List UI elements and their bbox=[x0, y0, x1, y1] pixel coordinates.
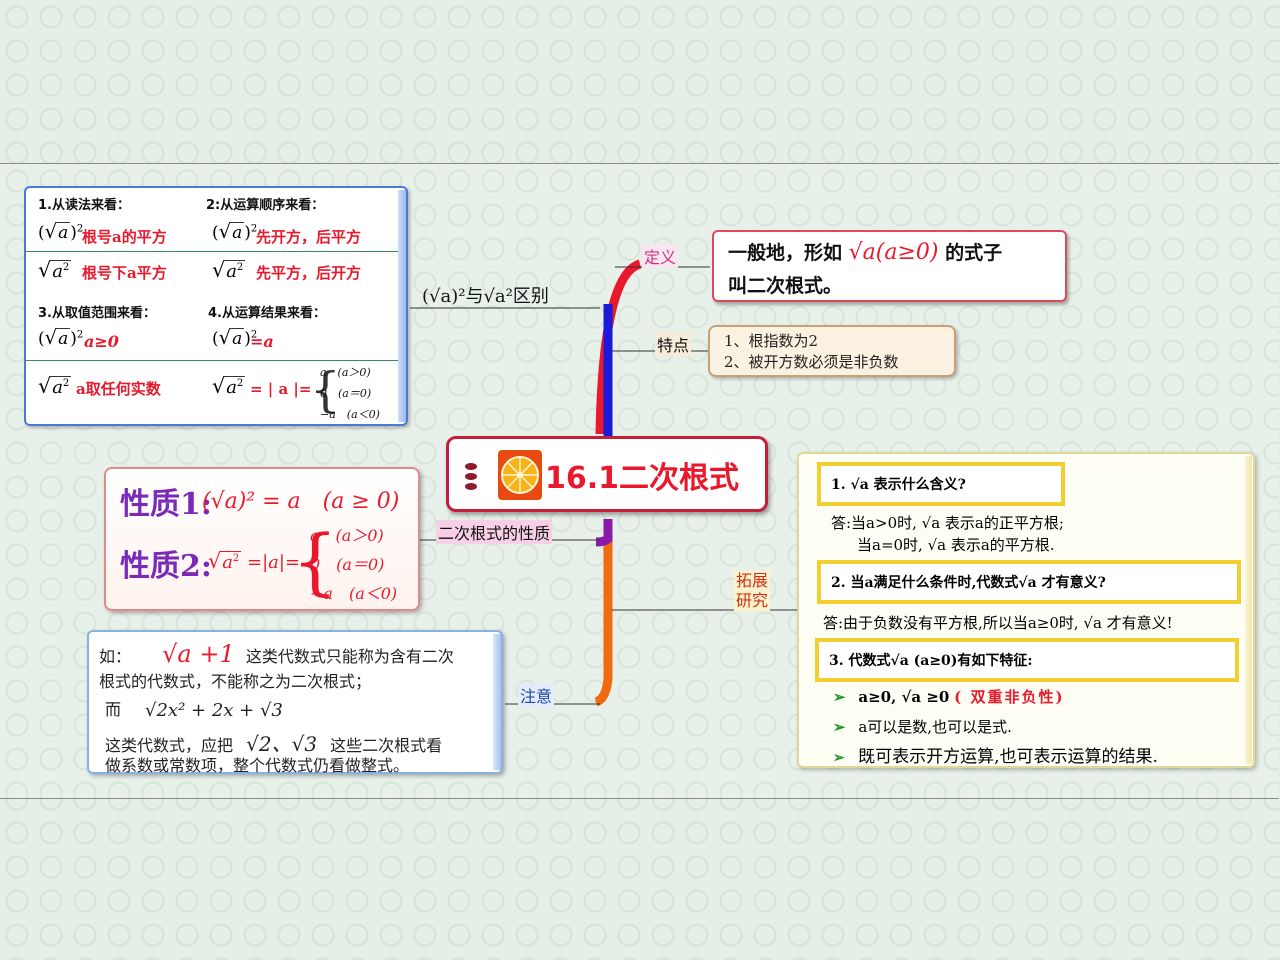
formula-sqrt-of-a2-b: √a2 bbox=[212, 258, 246, 282]
result-cases: a (a＞0) 0 (a＝0) −a (a＜0) bbox=[320, 362, 380, 425]
difference-divider-2 bbox=[26, 360, 406, 361]
property-2-cases: a (a＞0) 0 (a＝0) −a (a＜0) bbox=[310, 521, 397, 608]
difference-heading-1: 1.从读法来看： bbox=[38, 198, 130, 213]
arrow-icon: ➢ bbox=[833, 750, 845, 766]
result-case-3: −a (a＜0) bbox=[320, 408, 380, 421]
result-value-1: =a bbox=[250, 332, 274, 351]
formula-range-left: (√a)2 bbox=[38, 326, 84, 349]
answer-1-line-1: 答:当a>0时, √a 表示a的正平方根; bbox=[831, 514, 1064, 532]
question-2-box: 2. 当a满足什么条件时,代数式√a 才有意义? bbox=[817, 560, 1241, 604]
read-method-1: 根号a的平方 bbox=[82, 228, 167, 246]
difference-box[interactable]: 1.从读法来看： 2:从运算顺序来看： (√a)2 根号a的平方 (√a)2 先… bbox=[24, 186, 408, 426]
property-2-brace: { bbox=[292, 519, 338, 603]
arrow-icon: ➢ bbox=[833, 718, 846, 736]
note-prefix: 如： bbox=[99, 647, 132, 666]
property-case-2: 0 (a＝0) bbox=[310, 555, 385, 574]
branch-connectors bbox=[410, 259, 798, 707]
formula-sqrt-of-a2: √a2 bbox=[38, 258, 72, 282]
branch-label-definition[interactable]: 定义 bbox=[642, 244, 679, 268]
answer-2: 答:由于负数没有平方根,所以当a≥0时, √a 才有意义! bbox=[823, 614, 1173, 632]
question-3-box: 3. 代数式√a (a≥0)有如下特征: bbox=[815, 638, 1239, 682]
definition-formula: √a(a≥0) bbox=[848, 240, 939, 265]
extension-label-line1: 拓展 bbox=[736, 571, 769, 590]
feature-1-tag: ( 双重非负性) bbox=[954, 688, 1065, 706]
difference-heading-3: 3.从取值范围来看： bbox=[38, 306, 156, 321]
property-1-label: 性质1: bbox=[120, 487, 212, 522]
answer-1-line-2: 当a=0时, √a 表示a的平方根. bbox=[857, 536, 1055, 554]
central-title: 16.1二次根式 bbox=[545, 461, 740, 496]
result-case-1: a (a＞0) bbox=[320, 366, 371, 379]
difference-heading-2: 2:从运算顺序来看： bbox=[206, 198, 325, 213]
arrow-icon: ➢ bbox=[833, 688, 846, 706]
note-line-3: 这类代数式，应把 √2、√3 这些二次根式看 bbox=[105, 728, 442, 757]
formula-range-right: √a2 bbox=[38, 374, 72, 398]
branch-label-properties[interactable]: 二次根式的性质 bbox=[436, 520, 553, 544]
range-value-2: a取任何实数 bbox=[76, 380, 161, 398]
note-text-3-pre: 这类代数式，应把 bbox=[105, 736, 234, 755]
feature-3: ➢ 既可表示开方运算,也可表示运算的结果. bbox=[833, 742, 1158, 767]
formula-sqrt-a-squared-2: (√a)2 bbox=[212, 220, 258, 243]
result-case-brace: { bbox=[310, 362, 341, 418]
note-text-1: 这类代数式只能称为含有二次 bbox=[245, 647, 454, 666]
branch-label-note[interactable]: 注意 bbox=[518, 683, 555, 707]
features-box[interactable]: 1、根指数为2 2、被开方数必须是非负数 bbox=[708, 325, 956, 377]
feature-2-text: a可以是数,也可以是式. bbox=[858, 718, 1012, 736]
formula-result-left: (√a)2 bbox=[212, 326, 258, 349]
property-2-label: 性质2: bbox=[120, 549, 212, 584]
difference-heading-4: 4.从运算结果来看： bbox=[208, 306, 326, 321]
extension-label-line2: 研究 bbox=[736, 591, 769, 610]
definition-text-2: 的式子 bbox=[945, 242, 1003, 264]
difference-divider-1 bbox=[26, 251, 406, 252]
feature-1-text: a≥0, √a ≥0 bbox=[858, 688, 950, 706]
definition-text-1: 一般地，形如 bbox=[728, 242, 843, 264]
properties-box[interactable]: 性质1: (√a)² = a (a ≥ 0) 性质2: √a2 =|a|= { … bbox=[104, 467, 420, 611]
central-topic[interactable]: 16.1二次根式 bbox=[446, 436, 768, 512]
note-formula-3: √2、√3 bbox=[246, 732, 318, 756]
branch-label-extension[interactable]: 拓展 研究 bbox=[734, 571, 771, 611]
definition-text-3: 叫二次根式。 bbox=[728, 275, 843, 297]
result-value-2: = | a |= bbox=[250, 380, 312, 398]
branch-label-features[interactable]: 特点 bbox=[655, 332, 692, 356]
note-text-2: 根式的代数式，不能称之为二次根式； bbox=[99, 672, 372, 691]
property-2-formula: √a2 =|a|= bbox=[208, 549, 301, 573]
property-1-formula: (√a)² = a (a ≥ 0) bbox=[202, 489, 400, 514]
collapse-dots-icon[interactable] bbox=[465, 463, 477, 490]
order-method-2: 先平方，后开方 bbox=[256, 264, 362, 282]
research-scrollbar[interactable] bbox=[1245, 456, 1252, 764]
difference-scrollbar[interactable] bbox=[398, 190, 406, 422]
note-formula-2: √2x² + 2x + √3 bbox=[145, 700, 283, 721]
definition-box[interactable]: 一般地，形如 √a(a≥0) 的式子 叫二次根式。 bbox=[712, 230, 1067, 302]
range-value-1: a≥0 bbox=[84, 332, 119, 351]
feature-item-2: 2、被开方数必须是非负数 bbox=[724, 353, 899, 371]
feature-2: ➢ a可以是数,也可以是式. bbox=[833, 716, 1012, 737]
feature-1: ➢ a≥0, √a ≥0 ( 双重非负性) bbox=[833, 686, 1065, 707]
question-1-box: 1. √a 表示什么含义? bbox=[817, 462, 1065, 506]
formula-result-right: √a2 bbox=[212, 374, 246, 398]
note-line-1: 如： √a +1 这类代数式只能称为含有二次 bbox=[99, 640, 454, 668]
note-box[interactable]: 如： √a +1 这类代数式只能称为含有二次 根式的代数式，不能称之为二次根式；… bbox=[87, 630, 503, 775]
research-box[interactable]: 1. √a 表示什么含义? 答:当a>0时, √a 表示a的正平方根; 当a=0… bbox=[797, 452, 1255, 768]
note-scrollbar[interactable] bbox=[493, 634, 501, 770]
difference-label-text: (√a)²与√a²区别 bbox=[422, 286, 549, 307]
read-method-2: 根号下a平方 bbox=[82, 264, 167, 282]
property-case-3: −a (a＜0) bbox=[310, 584, 398, 603]
result-case-2: 0 (a＝0) bbox=[320, 387, 372, 400]
note-text-3-post: 这些二次根式看 bbox=[330, 736, 443, 755]
mindmap-canvas: 16.1二次根式 (√a)²与√a²区别 定义 特点 二次根式的性质 拓展 研究… bbox=[0, 163, 1279, 799]
note-formula-1: √a +1 bbox=[162, 640, 235, 668]
feature-3-text: 既可表示开方运算,也可表示运算的结果. bbox=[858, 747, 1158, 767]
note-and: 而 bbox=[105, 700, 122, 719]
formula-sqrt-a-squared: (√a)2 bbox=[38, 220, 84, 243]
feature-item-1: 1、根指数为2 bbox=[724, 332, 819, 350]
orange-icon bbox=[498, 450, 542, 500]
property-case-1: a (a＞0) bbox=[310, 526, 384, 545]
order-method-1: 先开方，后平方 bbox=[256, 228, 362, 246]
note-text-4: 做系数或常数项，整个代数式仍看做整式。 bbox=[105, 756, 410, 775]
branch-label-difference[interactable]: (√a)²与√a²区别 bbox=[422, 282, 549, 308]
